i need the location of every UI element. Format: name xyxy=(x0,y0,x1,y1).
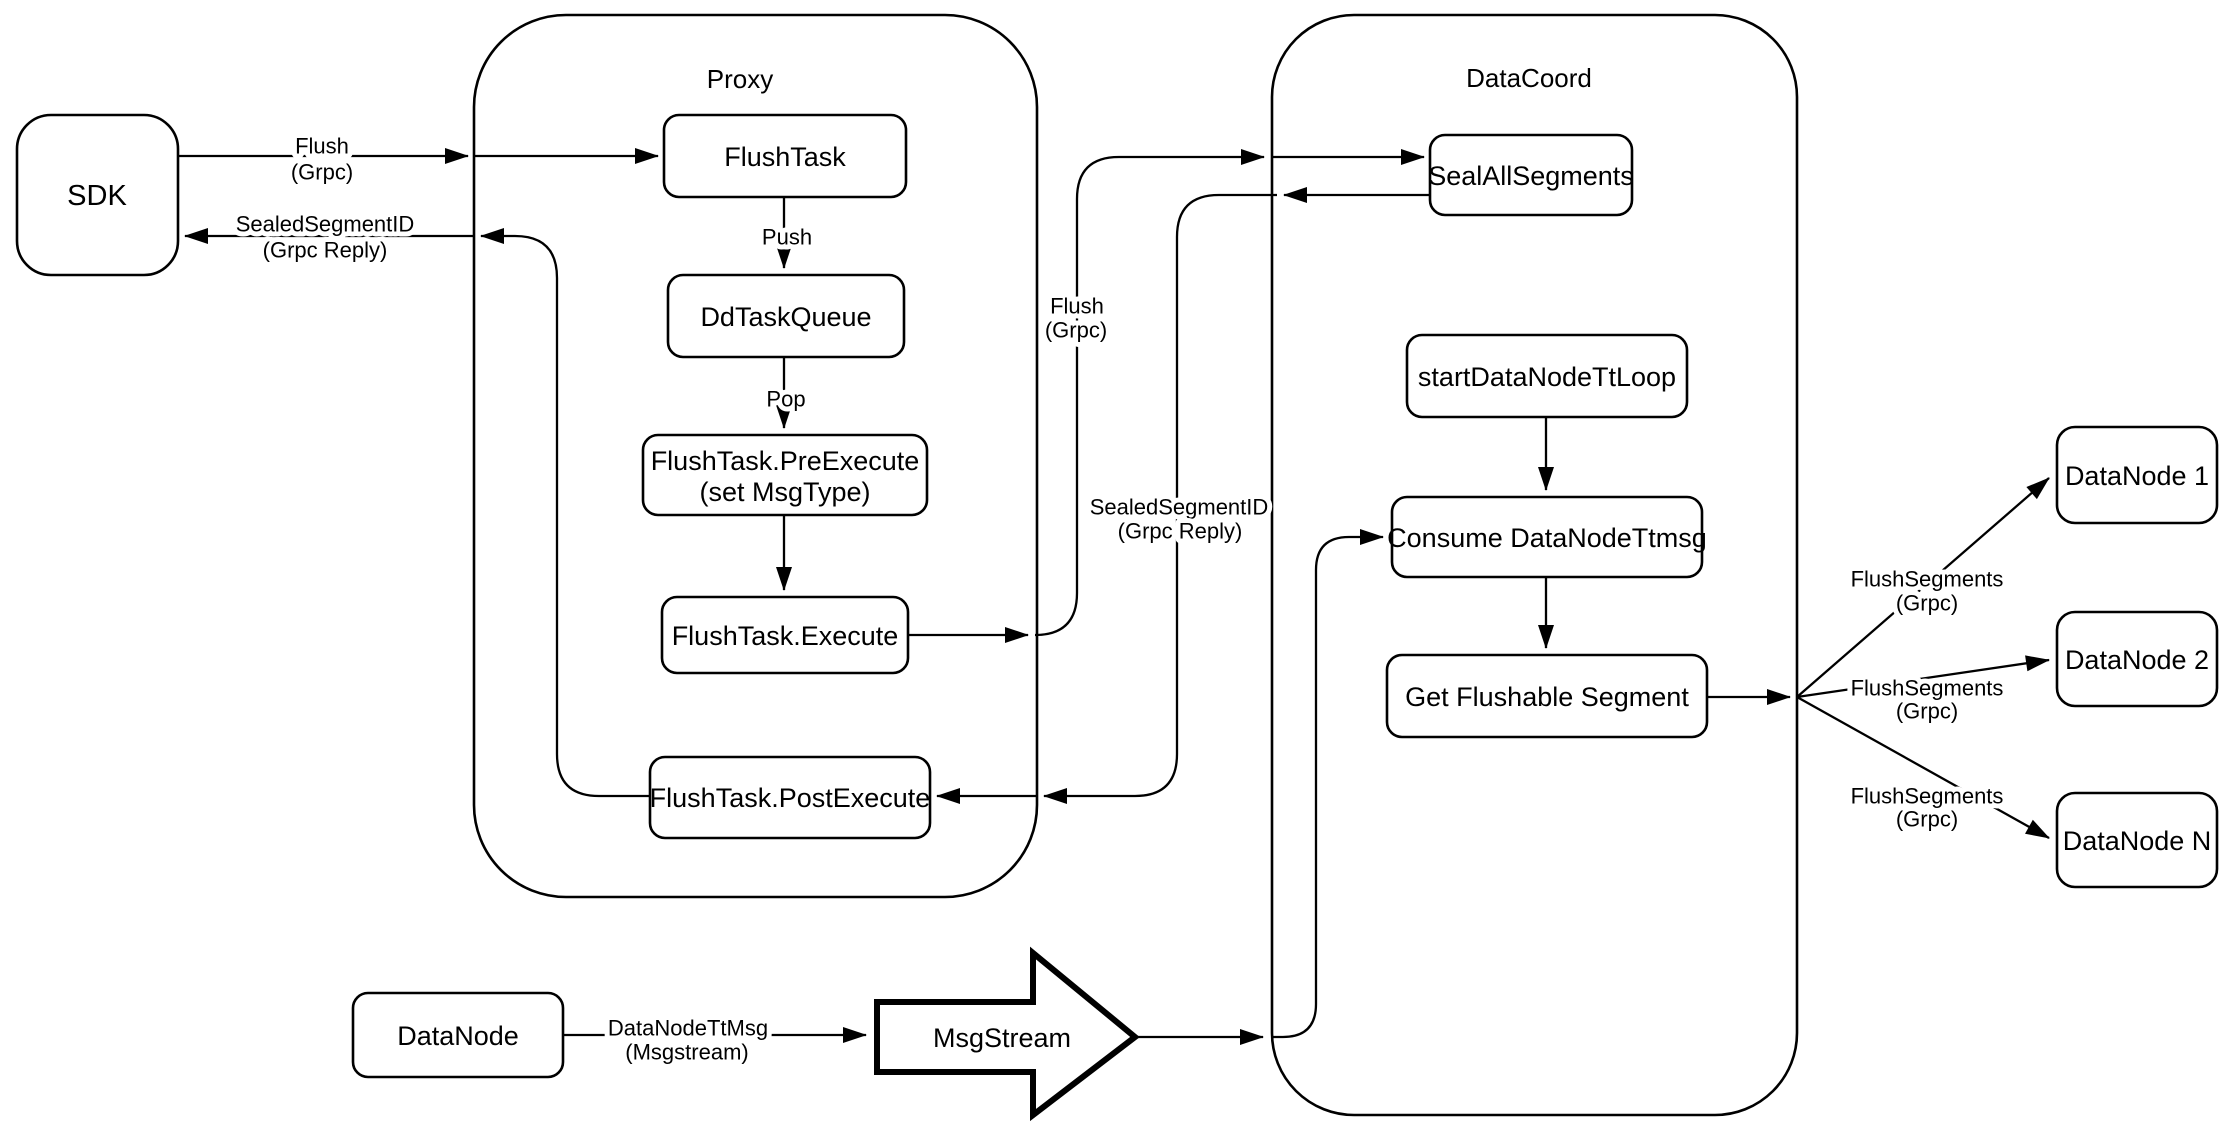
node-flushtask-label: FlushTask xyxy=(724,142,846,172)
label-sdk-reply-line1: SealedSegmentID xyxy=(236,212,415,237)
node-datanode1-label: DataNode 1 xyxy=(2065,461,2209,491)
node-startdatanodettloop xyxy=(1405,333,1689,419)
node-datanode2 xyxy=(2055,610,2219,708)
datacoord-container xyxy=(1270,13,1799,1117)
edge-reply-down-to-proxy-border xyxy=(1043,193,1277,804)
node-preexecute-label-line2: (set MsgType) xyxy=(699,477,870,507)
node-getflushablesegment-label: Get Flushable Segment xyxy=(1405,682,1689,712)
label-flushsegments1-line1: FlushSegments xyxy=(1851,567,2004,592)
label-proxy-flush-line1: Flush xyxy=(1050,294,1104,319)
node-startdatanodettloop-label: startDataNodeTtLoop xyxy=(1418,362,1676,392)
node-datanode-bottom xyxy=(351,991,565,1079)
node-execute xyxy=(660,595,910,675)
edge-msgstream-up-to-consume xyxy=(1272,529,1384,1039)
node-datanoden-label: DataNode N xyxy=(2063,826,2212,856)
node-preexecute-label-line1: FlushTask.PreExecute xyxy=(651,446,920,476)
label-flushsegments1-line2: (Grpc) xyxy=(1896,591,1958,616)
node-datanoden xyxy=(2055,791,2219,889)
label-coord-reply-line2: (Grpc Reply) xyxy=(1118,519,1243,544)
node-datanode2-label: DataNode 2 xyxy=(2065,645,2209,675)
node-execute-label: FlushTask.Execute xyxy=(672,621,899,651)
label-proxy-flush-line2: (Grpc) xyxy=(1045,318,1107,343)
node-datanode-bottom-label: DataNode xyxy=(397,1021,519,1051)
node-sealallsegments-label: SealAllSegments xyxy=(1428,161,1634,191)
edge-flushsegments-to-datanoden xyxy=(1796,695,2050,840)
node-consumedatanodettmsg-label: Consume DataNodeTtmsg xyxy=(1387,523,1707,553)
label-sdk-flush-line1: Flush xyxy=(295,134,349,159)
node-ddtaskqueue-label: DdTaskQueue xyxy=(700,302,871,332)
label-push: Push xyxy=(762,225,812,250)
datacoord-container-label: DataCoord xyxy=(1466,63,1592,93)
edge-flushsegments-to-datanode1 xyxy=(1796,477,2050,698)
msgstream-label: MsgStream xyxy=(933,1023,1071,1053)
node-ddtaskqueue xyxy=(666,273,906,359)
label-datanodettmsg-line1: DataNodeTtMsg xyxy=(608,1016,768,1041)
node-preexecute xyxy=(641,433,929,517)
node-sdk-label: SDK xyxy=(67,180,127,212)
edge-postexecute-to-proxy-border xyxy=(480,228,650,798)
node-consumedatanodettmsg xyxy=(1390,495,1704,579)
edge-flush-up-to-datacoord-border xyxy=(1034,149,1265,637)
label-flushsegments3-line2: (Grpc) xyxy=(1896,807,1958,832)
label-coord-reply-line1: SealedSegmentID xyxy=(1090,495,1269,520)
label-pop: Pop xyxy=(766,387,805,412)
node-postexecute-label: FlushTask.PostExecute xyxy=(650,783,931,813)
node-sealallsegments xyxy=(1428,133,1634,217)
label-flushsegments2-line1: FlushSegments xyxy=(1851,676,2004,701)
node-datanode1 xyxy=(2055,425,2219,525)
label-sdk-reply-line2: (Grpc Reply) xyxy=(263,238,388,263)
label-flushsegments3-line1: FlushSegments xyxy=(1851,784,2004,809)
msgstream-block-arrow xyxy=(874,946,1140,1122)
proxy-container xyxy=(472,13,1039,899)
node-sdk xyxy=(15,113,180,277)
node-getflushablesegment xyxy=(1385,653,1709,739)
proxy-container-label: Proxy xyxy=(707,64,773,94)
edge-flushsegments-to-datanode2 xyxy=(1796,655,2050,699)
node-postexecute xyxy=(648,755,932,840)
label-sdk-flush-line2: (Grpc) xyxy=(291,160,353,185)
label-flushsegments2-line2: (Grpc) xyxy=(1896,699,1958,724)
label-datanodettmsg-line2: (Msgstream) xyxy=(625,1040,748,1065)
node-flushtask xyxy=(662,113,908,199)
